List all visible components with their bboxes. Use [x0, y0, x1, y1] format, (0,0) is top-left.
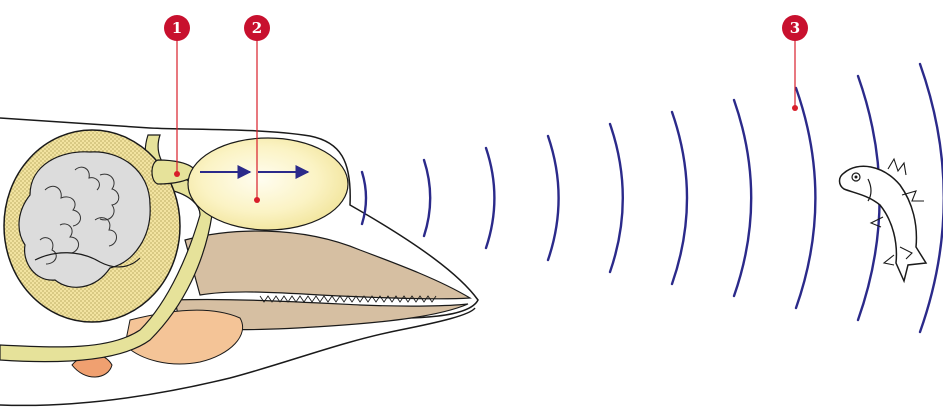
- rostrum-bone: [185, 231, 470, 299]
- sound-wave-arc: [486, 148, 494, 248]
- sound-wave-arc: [362, 172, 366, 224]
- fish-icon: [840, 159, 927, 281]
- marker-2-label: 2: [252, 19, 262, 37]
- leader-dot-3: [792, 105, 798, 111]
- sound-wave-arc: [610, 124, 623, 272]
- sound-wave-arc: [672, 112, 687, 284]
- sound-wave-arc: [734, 100, 751, 296]
- marker-3: 3: [782, 15, 808, 41]
- marker-1-label: 1: [172, 19, 182, 37]
- dolphin-head: [0, 118, 478, 405]
- leader-dot-1: [174, 171, 180, 177]
- sound-wave-arc: [796, 88, 815, 308]
- melon: [188, 138, 348, 230]
- sound-wave-arc: [424, 160, 430, 236]
- sound-wave-arc: [920, 64, 943, 332]
- marker-3-label: 3: [790, 19, 800, 37]
- sound-wave-arc: [548, 136, 559, 260]
- marker-1: 1: [164, 15, 190, 41]
- marker-2: 2: [244, 15, 270, 41]
- leader-dot-2: [254, 197, 260, 203]
